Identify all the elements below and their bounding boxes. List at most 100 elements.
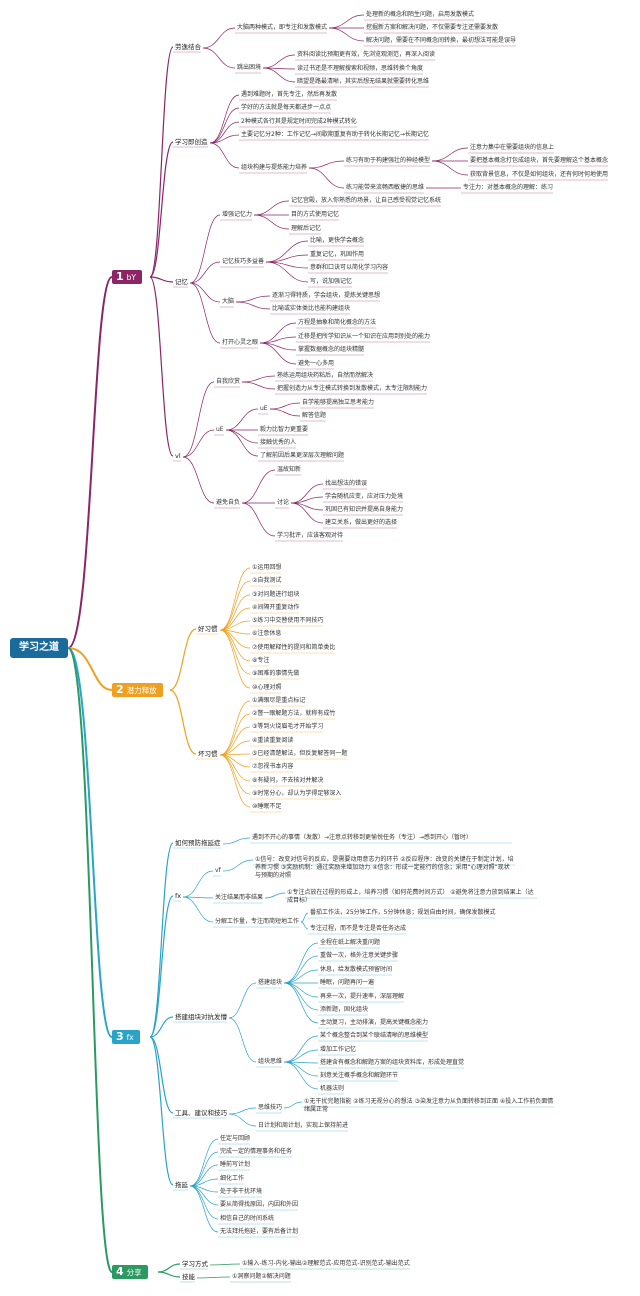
node-a2c[interactable]: 暗望是路最清晰，其实后想无结果就需要转化思维 <box>297 78 430 85</box>
node-e6[interactable]: ⑥注意休息 <box>252 630 282 637</box>
node-c2[interactable]: 记忆技巧多益善 <box>222 258 265 265</box>
node-l1[interactable]: ①输入-练习-内化-输出②理解范式-应用范式-识别范式-输出范式 <box>242 1260 410 1267</box>
node-d3b[interactable]: 讨论 <box>277 499 290 506</box>
node-i1b[interactable]: 重做一次，格外注意关键步骤 <box>320 952 399 959</box>
node-g1[interactable]: 遇到不开心的事情（发散）→注意点转移到更愉悦任务（专注）→感到开心（暂时） <box>252 834 473 841</box>
node-c2a[interactable]: 比喻，更快学会概念 <box>310 237 365 244</box>
node-c3a[interactable]: 逐渐习得特质，学会组块，提炼关键思想 <box>272 292 381 299</box>
node-c2d[interactable]: 写，说加强记忆 <box>310 278 353 285</box>
node-c4[interactable]: 打开心灵之眼 <box>222 339 259 346</box>
node-b5[interactable]: 组块构建与提炼能力培养 <box>241 164 308 171</box>
node-d3b2[interactable]: 学会随机应变，应对压力处境 <box>325 493 404 500</box>
node-a1b[interactable]: 挖掘新方案和解决问题，不仅需要专注还需要发散 <box>366 24 499 31</box>
node-l[interactable]: 学习方式 <box>182 1260 208 1268</box>
node-b5a2[interactable]: 要把基本概念打包成组块，首先要理解这个基本概念 <box>470 157 609 164</box>
node-f8[interactable]: ⑨时常分心，却认为学得足够深入 <box>252 790 342 797</box>
node-b5a3[interactable]: 获取背景信息，不仅是如何组块，还有何时何地使用 <box>470 171 609 178</box>
node-i1a[interactable]: 全程在纸上解决重问题 <box>320 939 381 946</box>
node-k[interactable]: 拖延 <box>175 1181 188 1189</box>
node-h2a[interactable]: ①专注点放在过程的形成上，培养习惯（如何花费时间方式） ②避免将注意力放到结果上… <box>287 889 534 904</box>
node-d2[interactable]: uE <box>216 426 224 433</box>
node-f9[interactable]: ⑩睡眠不足 <box>252 803 282 810</box>
node-c2c[interactable]: 意群和口诀可以简化学习内容 <box>310 264 389 271</box>
node-j1[interactable]: 思维技巧 <box>258 1104 283 1111</box>
node-a1[interactable]: 大脑两种模式，即专注和发散模式 <box>237 24 328 31</box>
node-i2a[interactable]: 某个概念整合到某个联结清晰的思维模型 <box>320 1032 429 1039</box>
node-c[interactable]: 记忆 <box>175 278 188 286</box>
node-d3b1[interactable]: 找出想法的错误 <box>325 480 368 487</box>
node-e4[interactable]: ④间隔开重复动作 <box>252 604 300 611</box>
node-b5a1[interactable]: 注意力集中在需要组块的信息上 <box>470 144 555 151</box>
node-i2c[interactable]: 搭建含有概念和解题方案的组块资料库，形成处理直觉 <box>320 1059 465 1066</box>
node-f[interactable]: 坏习惯 <box>198 750 218 758</box>
node-i1[interactable]: 搭建组块 <box>258 979 283 986</box>
node-h3b[interactable]: 专注过程，而不是专注是否任务达成 <box>310 925 407 932</box>
node-k6[interactable]: 要从简得找原因，内因和外因 <box>220 1201 299 1208</box>
node-f6[interactable]: ⑦忽视书本内容 <box>252 763 294 770</box>
node-i1c[interactable]: 休息，给发散模式预留时间 <box>320 966 393 973</box>
node-e7[interactable]: ⑦使用解释性的提问和简单类比 <box>252 644 336 651</box>
node-e5[interactable]: ⑤练习中交替使用不同技巧 <box>252 617 324 624</box>
node-e2[interactable]: ②自我测试 <box>252 577 282 584</box>
node-i1d[interactable]: 睡眠，问题再问一遍 <box>320 979 375 986</box>
node-b2[interactable]: 学好的方法就是每天都进步一点点 <box>241 104 332 111</box>
node-d2a[interactable]: uE <box>260 405 268 412</box>
node-k1[interactable]: 任定与回顾 <box>220 1135 251 1142</box>
node-h[interactable]: fx <box>175 892 182 900</box>
node-d3[interactable]: 避免自负 <box>216 499 241 506</box>
node-c1[interactable]: 增强记忆力 <box>222 211 253 218</box>
node-d1a[interactable]: 熟练运用组块药粘后，自然而然解决 <box>277 372 374 379</box>
node-c3[interactable]: 大脑 <box>222 298 235 305</box>
node-c4c[interactable]: 掌握数据概念的组块精髓 <box>298 346 365 353</box>
node-e1[interactable]: ①运用回想 <box>252 564 282 571</box>
node-b[interactable]: 学习即创造 <box>175 138 208 146</box>
node-b4[interactable]: 主要记忆分2种：工作记忆→间歇期重复有助于转化长期记忆→长期记忆 <box>241 131 429 138</box>
node-c4a[interactable]: 方程是抽象和简化概念的方法 <box>298 319 377 326</box>
node-h3a[interactable]: 番茄工作法，25分钟工作，5分钟休息；规划自由时间，确保发散模式 <box>310 909 496 916</box>
node-c2b[interactable]: 重复记忆，巩固作用 <box>310 251 365 258</box>
node-m1[interactable]: ①洞察问题②解决问题 <box>232 1273 291 1280</box>
node-k8[interactable]: 无法拜托拖延，要有后备计划 <box>220 1228 299 1235</box>
node-d2a1[interactable]: 自学能够提高独立思考能力 <box>302 399 375 406</box>
node-f3[interactable]: ③等到火烧眉毛才开始学习 <box>252 723 324 730</box>
node-b5a[interactable]: 练习有助于构建强壮的神经模型 <box>346 157 431 164</box>
node-a1c[interactable]: 解决问题，需要在不同概念间转换，最初想法可能是误导 <box>366 37 517 44</box>
node-d2d[interactable]: 了解前因后果更深层次理解问题 <box>260 452 345 459</box>
node-a1a[interactable]: 处理新的概念和陌生问题，启用发散模式 <box>366 11 475 18</box>
node-c1c[interactable]: 理解后记忆 <box>291 225 322 232</box>
node-a2[interactable]: 跳出困境 <box>237 64 262 71</box>
node-k4[interactable]: 细化工作 <box>220 1175 245 1182</box>
node-e3[interactable]: ③对问题进行组块 <box>252 591 300 598</box>
node-a2a[interactable]: 资料阅读比预期更有效，先浏览观测范，再深入阅读 <box>297 51 436 58</box>
node-c3b[interactable]: 比喻或实体类比也能构建组块 <box>272 305 351 312</box>
node-j1a[interactable]: ①无干扰完题指能 ②练习无视分心的想法 ③染发注意力从负面转移到正面 ④投入工作… <box>304 1098 554 1113</box>
node-b1[interactable]: 遇到难题时，首先专注，然后再发散 <box>241 91 338 98</box>
node-c1a[interactable]: 记忆宫殿，放入你熟悉的场景，让自己感受视觉记忆系统 <box>291 197 442 204</box>
node-k7[interactable]: 相信自己的时间系统 <box>220 1215 275 1222</box>
node-d3b3[interactable]: 巩固已有知识并提高自身能力 <box>325 506 404 513</box>
node-e[interactable]: 好习惯 <box>198 625 218 633</box>
node-j[interactable]: 工具、建议和技巧 <box>175 1109 227 1117</box>
node-m[interactable]: 技能 <box>182 1273 195 1281</box>
node-f1[interactable]: ①满眼尽是重点标记 <box>252 697 306 704</box>
node-b3[interactable]: 2种模式各行其是规定时间完成2种模式转化 <box>241 118 357 125</box>
node-a[interactable]: 劳逸结合 <box>175 43 201 51</box>
node-i1g[interactable]: 主动复习，主动排演，提高关键概念能力 <box>320 1019 429 1026</box>
node-c1b[interactable]: 目的方式使用记忆 <box>291 211 340 218</box>
node-j2[interactable]: 日计划和周计划，实现上保持前进 <box>258 1122 349 1129</box>
node-e9[interactable]: ⑨困难的事情先做 <box>252 670 300 677</box>
node-i[interactable]: 搭建组块对抗发懵 <box>175 1013 227 1021</box>
node-i1f[interactable]: 添新题，固化组块 <box>320 1006 369 1013</box>
node-a2b[interactable]: 读过书还是不理解搜索和视频，思维转换个角度 <box>297 65 424 72</box>
node-h3[interactable]: 分解工作量，专注而简短地工作 <box>215 918 300 925</box>
node-k3[interactable]: 睡前写计划 <box>220 1161 251 1168</box>
node-d3a[interactable]: 温故知新 <box>277 466 302 473</box>
node-c4b[interactable]: 迁移是把所学知识从一个知识在应用到别处的能力 <box>298 333 431 340</box>
node-f5[interactable]: ⑤已经清楚解法，但反复解答同一题 <box>252 750 348 757</box>
node-f7[interactable]: ⑧有疑问，不去核对并解决 <box>252 777 324 784</box>
node-d1[interactable]: 自我欣赏 <box>216 378 241 385</box>
node-d2b[interactable]: 毅力比智力更重要 <box>260 426 309 433</box>
